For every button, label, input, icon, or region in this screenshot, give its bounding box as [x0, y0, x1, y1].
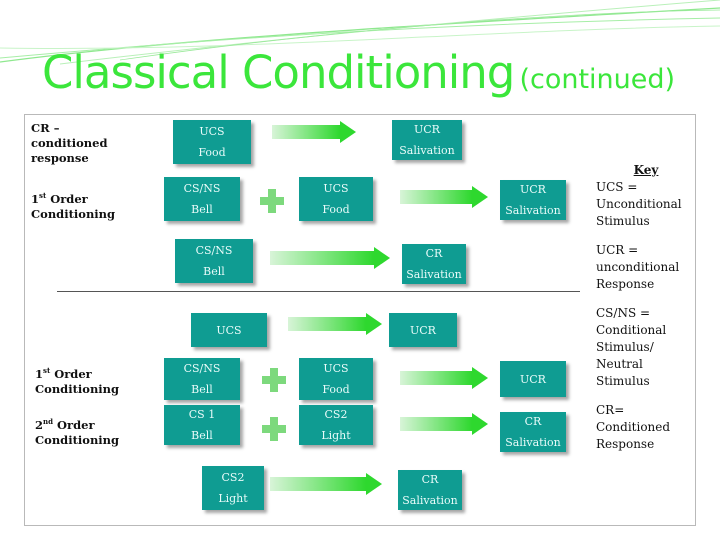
cr-definition-label: CR – conditioned response — [31, 121, 108, 165]
box-ucr: UCR — [389, 313, 457, 347]
plus-icon — [260, 189, 284, 213]
title-subtitle: (continued) — [519, 64, 676, 95]
arrow-right-icon — [400, 367, 488, 389]
title-main: Classical Conditioning — [42, 46, 515, 99]
arrow-right-icon — [270, 473, 382, 495]
arrow-right-icon — [270, 247, 390, 269]
arrow-right-icon — [400, 413, 488, 435]
arrow-right-icon — [272, 121, 356, 143]
second-order-label: 2nd Order Conditioning — [35, 417, 120, 447]
key-cr-definition: CR= Conditioned Response — [596, 403, 671, 451]
key-csns-definition: CS/NS = Conditional Stimulus/ Neutral St… — [596, 306, 667, 388]
key-legend: Key UCS = Unconditional Stimulus UCR = u… — [596, 162, 696, 453]
decorative-swooshes — [0, 0, 720, 65]
arrow-right-icon — [288, 313, 382, 335]
key-ucs-definition: UCS = Unconditional Stimulus — [596, 180, 682, 228]
plus-icon — [262, 417, 286, 441]
key-ucr-definition: UCR = unconditional Response — [596, 243, 680, 291]
first-order-label-top: 1st Order Conditioning — [31, 191, 116, 221]
content-frame — [24, 114, 696, 526]
key-heading: Key — [633, 163, 659, 177]
section-divider — [57, 291, 580, 292]
box-ucr: UCR — [500, 361, 566, 397]
first-order-label-bottom: 1st Order Conditioning — [35, 366, 120, 396]
box-ucs: UCS — [191, 313, 267, 347]
page-title: Classical Conditioning (continued) — [42, 46, 675, 99]
plus-icon — [262, 368, 286, 392]
arrow-right-icon — [400, 186, 488, 208]
